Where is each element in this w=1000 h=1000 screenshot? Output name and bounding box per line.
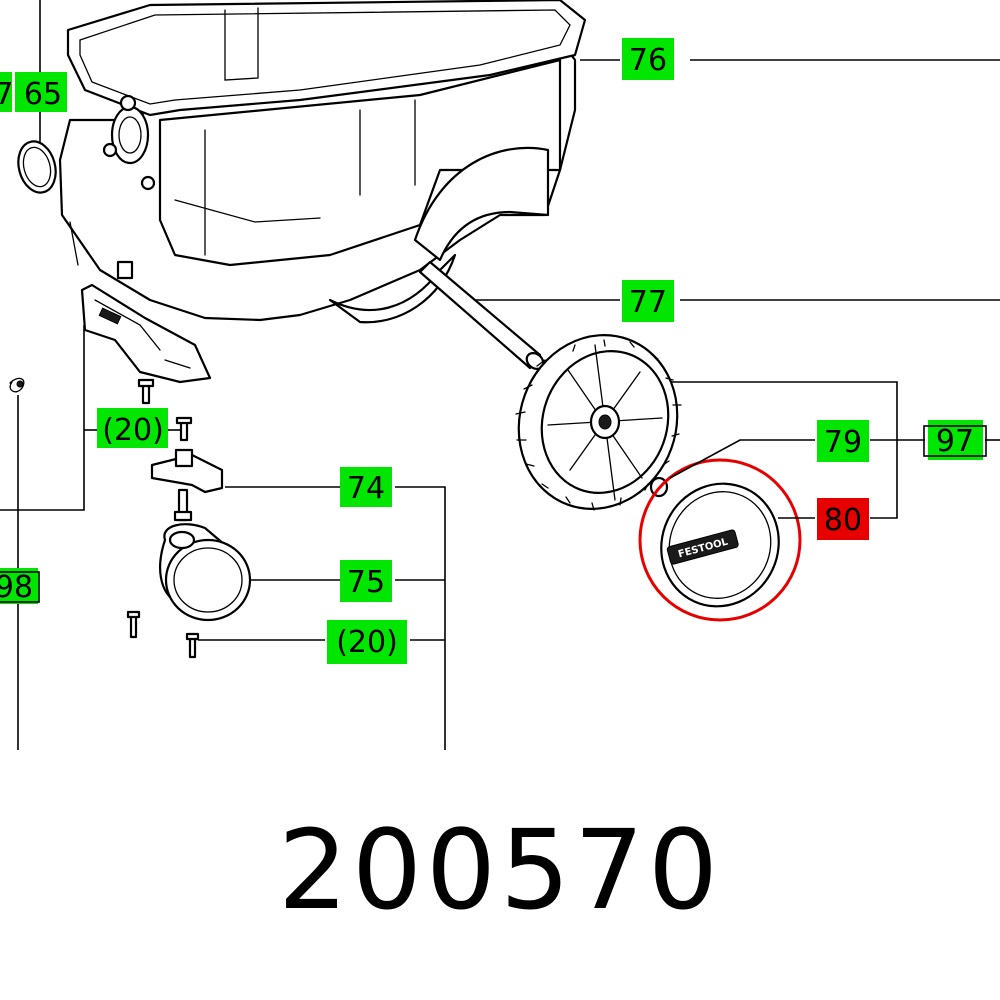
label-76: 76	[622, 38, 674, 80]
axle-77	[418, 260, 545, 370]
svg-text:79: 79	[824, 425, 862, 460]
svg-text:7: 7	[0, 77, 14, 112]
label-80: 80	[817, 498, 869, 540]
svg-text:77: 77	[629, 285, 667, 320]
label-65: 65	[15, 72, 67, 112]
hubcap-80: FESTOOL	[638, 458, 802, 622]
caster-screw-right	[185, 632, 200, 659]
rear-wheel	[515, 334, 682, 511]
label-75: 75	[340, 560, 392, 602]
label-79: 79	[817, 420, 869, 462]
screw-side	[175, 416, 193, 442]
svg-text:65: 65	[24, 77, 62, 112]
vacuum-body	[58, 0, 587, 324]
label-77: 77	[622, 280, 674, 322]
label-98-partial: 98	[0, 568, 40, 605]
label-7-partial: 7	[0, 72, 14, 112]
o-ring-65	[17, 140, 57, 194]
screw-top	[137, 378, 155, 405]
svg-text:97: 97	[936, 424, 974, 459]
caster-mount-74	[150, 448, 224, 522]
label-20-caster: (20)	[327, 620, 407, 664]
svg-text:75: 75	[347, 565, 385, 600]
svg-text:98: 98	[0, 570, 33, 605]
label-74: 74	[340, 467, 392, 507]
caster-screw-left	[126, 610, 141, 639]
svg-text:80: 80	[824, 503, 862, 538]
label-97: 97	[923, 420, 987, 460]
svg-text:(20): (20)	[336, 625, 398, 660]
svg-text:74: 74	[347, 471, 385, 506]
highlight-circle	[638, 458, 802, 622]
caster-wheel-75	[159, 523, 252, 622]
label-20-bracket: (20)	[97, 408, 168, 448]
caster-bracket	[80, 283, 212, 384]
svg-text:76: 76	[629, 43, 667, 78]
small-spring	[9, 377, 25, 393]
part-number: 200570	[278, 806, 722, 934]
svg-text:(20): (20)	[102, 413, 164, 448]
